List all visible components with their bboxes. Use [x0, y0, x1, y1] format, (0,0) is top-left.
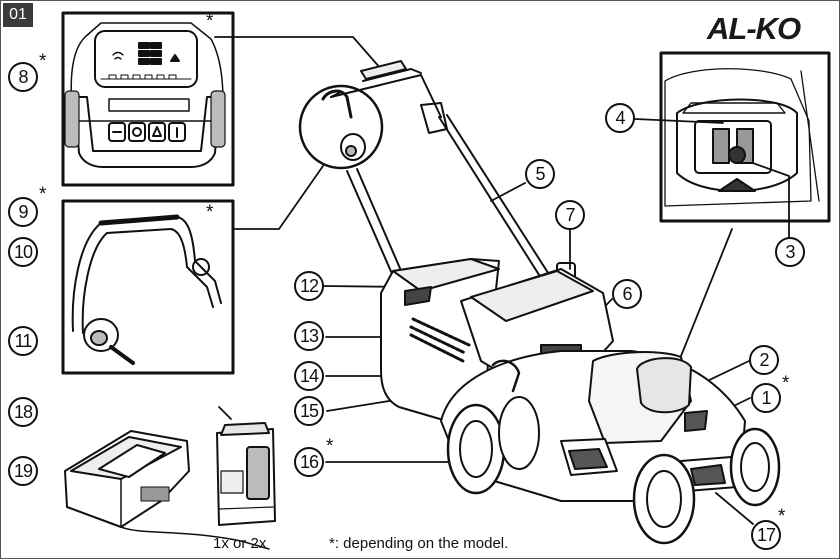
callout-2: 2: [749, 345, 779, 375]
callout-10: 10: [8, 237, 38, 267]
callout-1: 1: [751, 383, 781, 413]
brand-logo: AL-KO: [707, 11, 801, 46]
zoom-circle: [298, 84, 384, 170]
callout-11: 11: [8, 326, 38, 356]
callout-17-asterisk: *: [778, 506, 786, 527]
panel10-asterisk: *: [206, 202, 214, 223]
panel8-asterisk: *: [206, 11, 214, 32]
callout-6: 6: [612, 279, 642, 309]
callout-15: 15: [294, 396, 324, 426]
callout-1-asterisk: *: [782, 373, 790, 394]
battery-pack-drawing: [216, 422, 276, 526]
callout-8: 8: [8, 62, 38, 92]
battery-quantity-caption: 1x or 2x: [213, 535, 267, 552]
callout-3: 3: [775, 237, 805, 267]
control-panel-inset: [61, 11, 235, 187]
callout-6-alt: 7: [555, 200, 585, 230]
callout-5: 5: [525, 159, 555, 189]
callout-9: 9: [8, 197, 38, 227]
callout-14: 14: [294, 361, 324, 391]
callout-8-asterisk: *: [39, 51, 47, 72]
callout-17: 17: [751, 520, 781, 550]
callout-18: 18: [8, 397, 38, 427]
handle-inset: [61, 199, 235, 375]
callout-16-asterisk: *: [326, 436, 334, 457]
callout-19: 19: [8, 456, 38, 486]
footnote: *: depending on the model.: [329, 535, 509, 552]
battery-compartment-inset: [659, 51, 831, 223]
lawn-mower: [330, 60, 781, 545]
callout-12: 12: [294, 271, 324, 301]
charger-drawing: [64, 430, 270, 550]
callout-4: 4: [605, 103, 635, 133]
figure-number-label: 01: [3, 3, 33, 27]
callout-16: 16: [294, 447, 324, 477]
callout-9-asterisk: *: [39, 184, 47, 205]
callout-13: 13: [294, 321, 324, 351]
